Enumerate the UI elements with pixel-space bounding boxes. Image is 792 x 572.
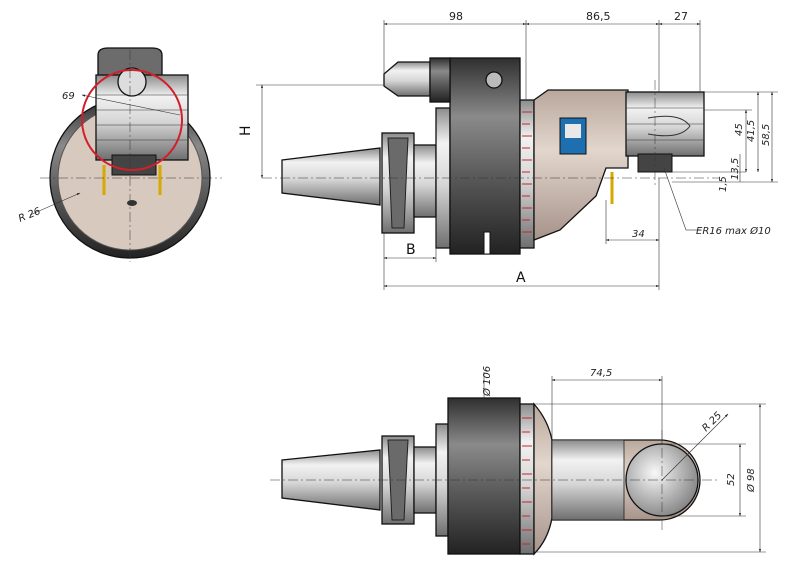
dim-d98: Ø 98 bbox=[745, 468, 757, 493]
label-h: H bbox=[238, 125, 254, 136]
dim-34: 34 bbox=[632, 229, 645, 240]
cutaway-circle bbox=[81, 69, 183, 171]
label-a: A bbox=[516, 270, 526, 286]
dim-13-5: 13,5 bbox=[730, 158, 741, 180]
plan-scale-ring bbox=[519, 403, 535, 555]
label-b: B bbox=[406, 242, 416, 258]
plan-angle-neck bbox=[533, 402, 553, 556]
side-view: 98 86,5 27 H B A 34 ER16 max Ø10 45 41,5 bbox=[238, 10, 778, 290]
dim-41-5: 41,5 bbox=[746, 120, 757, 142]
dim-86-5: 86,5 bbox=[586, 10, 611, 23]
dim-27: 27 bbox=[674, 10, 688, 23]
side-taper bbox=[281, 147, 381, 206]
end-view-hole bbox=[127, 200, 137, 206]
side-upper-nose bbox=[383, 61, 431, 97]
dim-69: 69 bbox=[62, 91, 75, 102]
end-view-bore bbox=[117, 67, 147, 97]
dim-74-5: 74,5 bbox=[590, 368, 612, 379]
dim-52: 52 bbox=[726, 473, 737, 486]
side-neck bbox=[413, 144, 437, 218]
dim-1-5: 1,5 bbox=[718, 176, 729, 192]
dim-d106: Ø 106 bbox=[481, 366, 493, 397]
dim-45: 45 bbox=[734, 123, 745, 136]
dim-98: 98 bbox=[449, 10, 463, 23]
end-view-collet bbox=[111, 154, 157, 176]
dim-58-5: 58,5 bbox=[761, 124, 772, 146]
dim-r25: R 25 bbox=[700, 410, 724, 434]
plan-main-body bbox=[447, 397, 521, 555]
end-view: 69 R 26 bbox=[17, 47, 222, 262]
side-scale-ring bbox=[519, 99, 535, 249]
dim-collet: ER16 max Ø10 bbox=[696, 225, 771, 237]
dim-r26: R 26 bbox=[17, 206, 42, 225]
plan-view: 74,5 Ø 106 R 25 52 Ø 98 bbox=[270, 366, 766, 556]
side-screw bbox=[485, 71, 503, 89]
side-angle-head bbox=[533, 89, 629, 241]
side-main-body bbox=[449, 57, 521, 255]
